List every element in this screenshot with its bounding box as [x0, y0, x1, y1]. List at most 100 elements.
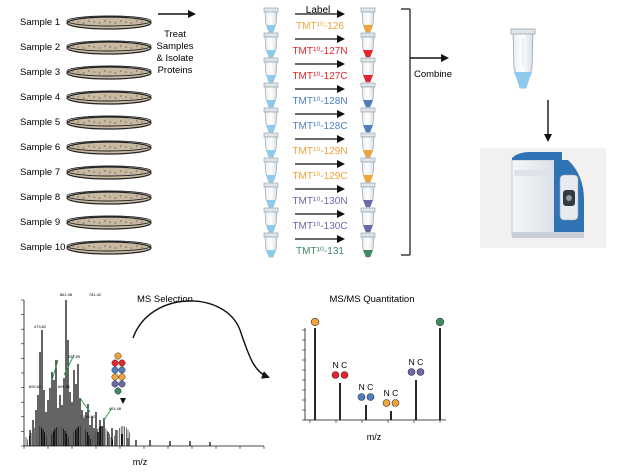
nc-label: N C: [333, 360, 348, 370]
sample-label: Sample 1: [20, 17, 60, 28]
reporter-dot: [111, 359, 119, 367]
reporter-dot: [331, 371, 340, 379]
unlabeled-tube-icon: [263, 7, 279, 33]
labeled-tube-icon: [360, 207, 376, 233]
reporter-dot: [118, 373, 126, 381]
petri-dish-icon: [66, 215, 152, 230]
petri-dish-icon: [66, 65, 152, 80]
ms-selection-title: MS Selection: [137, 294, 193, 305]
combined-tube: [510, 28, 536, 89]
unlabeled-tube-icon: [263, 182, 279, 208]
sample-label: Sample 5: [20, 117, 60, 128]
nc-label: N C: [359, 382, 374, 392]
ms-selection-spectrum: MS Selection 861.98 781.42 473.82 537.89 605…: [21, 292, 270, 467]
unlabeled-tube-icon: [263, 207, 279, 233]
labeled-tube-icon: [360, 132, 376, 158]
labeled-tube-icon: [360, 82, 376, 108]
sample-label: Sample 6: [20, 142, 60, 153]
reporter-dot: [391, 399, 400, 407]
treat-line-3: & Isolate: [157, 53, 194, 64]
msms-title: MS/MS Quantitation: [329, 294, 414, 305]
unlabeled-tube-icon: [263, 232, 279, 258]
tmt-label: TMT¹⁰-131: [296, 246, 344, 257]
labeled-tube-icon: [360, 232, 376, 258]
label-header: Label: [306, 5, 330, 16]
petri-dish-icon: [66, 190, 152, 205]
labeled-tube-icon: [360, 182, 376, 208]
petri-dish-icon: [66, 165, 152, 180]
unlabeled-tube-icon: [263, 82, 279, 108]
reporter-dot: [340, 371, 349, 379]
selection-arrowhead: [120, 398, 126, 404]
selected-precursor-dots: [111, 352, 126, 395]
peak-label: 609.81: [58, 384, 71, 389]
peak-label: 474.48: [109, 406, 122, 411]
reporter-dot: [111, 366, 119, 374]
unlabeled-tube-icon: [263, 57, 279, 83]
petri-dish-icon: [66, 40, 152, 55]
petri-dish-icon: [66, 115, 152, 130]
treat-line-2: Samples: [157, 41, 194, 52]
tmt-label: TMT¹⁰-128C: [292, 121, 347, 132]
tmt-label: TMT¹⁰-129N: [292, 146, 347, 157]
labeled-tube-icon: [360, 157, 376, 183]
treat-line-1: Treat: [164, 29, 186, 40]
reporter-dot: [435, 317, 445, 327]
unlabeled-tube-icon: [263, 132, 279, 158]
reporter-dot: [118, 380, 126, 388]
combine-label: Combine: [414, 69, 452, 80]
sample-label: Sample 10: [20, 242, 65, 253]
petri-dish-icon: [66, 140, 152, 155]
ms1-peaks: 861.98 781.42 473.82 537.89 605.82 609.81 1034…: [25, 292, 211, 446]
petri-dish-icon: [66, 90, 152, 105]
sample-label: Sample 2: [20, 42, 60, 53]
selection-curve-arrow: [132, 300, 270, 379]
petri-dish-icon: [66, 240, 152, 255]
labeled-tube-icon: [360, 57, 376, 83]
reporter-dot: [357, 393, 366, 401]
peak-label: 1034.12: [81, 414, 96, 419]
peak-label: 537.89: [68, 354, 81, 359]
peak-label: 473.82: [34, 324, 47, 329]
reporter-dot: [366, 393, 375, 401]
tmt-label: TMT¹⁰-126: [296, 21, 344, 32]
ms1-ticks: [21, 299, 265, 449]
reporter-dot: [310, 317, 320, 327]
sample-label: Sample 4: [20, 92, 60, 103]
unlabeled-tube-icon: [263, 157, 279, 183]
unlabeled-tube-icon: [263, 32, 279, 58]
labeled-tube-icon: [360, 32, 376, 58]
unlabeled-tube-icon: [263, 107, 279, 133]
treat-line-4: Proteins: [158, 65, 193, 76]
tmt-label: TMT¹⁰-130N: [292, 196, 347, 207]
reporter-dot: [114, 352, 122, 360]
labeled-tube-icon: [360, 7, 376, 33]
nc-label: N C: [384, 388, 399, 398]
tmt-label: TMT¹⁰-130C: [292, 221, 347, 232]
reporter-dot: [114, 387, 122, 395]
reporter-dot: [407, 368, 416, 376]
msms-xlabel: m/z: [367, 432, 382, 442]
sample-label: Sample 8: [20, 192, 60, 203]
mass-spectrometer-image: [480, 148, 606, 248]
reporter-dot: [111, 373, 119, 381]
peak-label: 781.42: [89, 292, 102, 297]
reporter-dot: [118, 359, 126, 367]
peak-label: 605.82: [29, 384, 42, 389]
nc-label: N C: [409, 357, 424, 367]
msms-quant-spectrum: MS/MS Quantitation N C N C N C N C m/z: [302, 294, 446, 442]
combine-bracket: Combine: [401, 8, 452, 256]
peak-label: 861.98: [60, 292, 73, 297]
reporter-dot: [416, 368, 425, 376]
sample-label: Sample 7: [20, 167, 60, 178]
reporter-dot: [111, 380, 119, 388]
petri-dish-icon: [66, 15, 152, 30]
sample-label: Sample 9: [20, 217, 60, 228]
reporter-dot: [382, 399, 391, 407]
ms-selection-xlabel: m/z: [133, 457, 148, 467]
tmt-label: TMT¹⁰-128N: [292, 96, 347, 107]
ms2-peaks: N C N C N C N C: [302, 317, 445, 423]
reporter-dot: [118, 366, 126, 374]
